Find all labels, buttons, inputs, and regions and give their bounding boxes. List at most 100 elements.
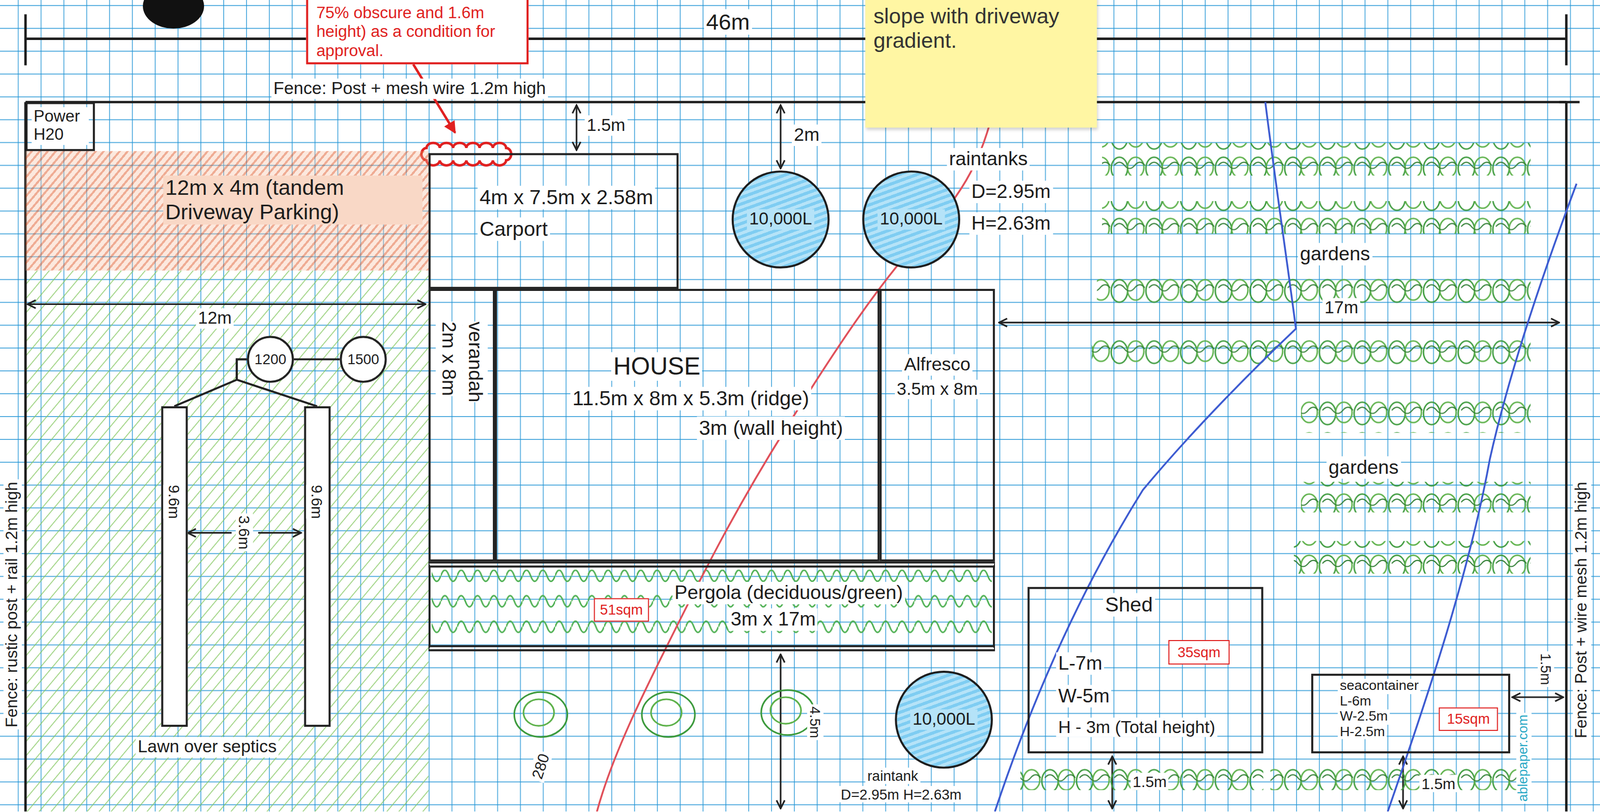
rain-tank: 10,000L	[894, 670, 993, 769]
node-text: 3m x 17m	[728, 608, 818, 631]
dimension-tick	[24, 14, 28, 66]
boundary-fence	[25, 100, 1567, 104]
dimension-arrow	[575, 104, 578, 150]
dimension-label: 1.5m	[1419, 774, 1458, 792]
dimension-arrow	[1512, 695, 1564, 698]
node-text: 9.6m	[163, 484, 186, 519]
dimension-label: 46m	[704, 9, 752, 36]
dimension-label: 12m	[195, 307, 234, 328]
garden-row	[1300, 399, 1531, 433]
septic-trench: 9.6m	[304, 406, 331, 727]
carport: 4m x 7.5m x 2.58mCarport	[428, 153, 679, 289]
node-text: 3m (wall height)	[696, 415, 845, 440]
dimension-line	[25, 37, 1567, 40]
node-text: seacontainer	[1337, 678, 1421, 694]
tree	[761, 689, 815, 735]
fence-label: Fence: rustic post + rail 1.2m high	[3, 479, 22, 730]
septic-tank: 1500	[339, 335, 387, 383]
dimension-label: 4.5m	[807, 704, 824, 741]
node-text: Alfresco	[902, 354, 973, 376]
tree	[514, 691, 568, 737]
fence-label: Fence: Post + wire mesh 1.2m high	[1572, 479, 1592, 741]
dimension-arrow	[780, 654, 782, 809]
verandah: verandah2m x 8m	[428, 288, 495, 562]
dimension-arrow	[999, 321, 1560, 324]
tank-note: raintank	[865, 767, 921, 785]
node-text: verandah	[461, 321, 489, 403]
watermark: ablepaper.com	[1516, 712, 1532, 804]
tree	[770, 696, 802, 724]
area-tag: 51sqm	[594, 597, 650, 622]
node-text: 10,000L	[877, 209, 945, 230]
rain-tank: 10,000L	[862, 170, 961, 269]
node-text: 4m x 7.5m x 2.58m	[477, 185, 656, 210]
dimension-arrow	[187, 531, 232, 534]
node-text: 10,000L	[747, 209, 815, 230]
dimension-tick	[1565, 14, 1568, 66]
node-text: Carport	[477, 217, 550, 241]
lawn-area	[25, 270, 429, 812]
house: HOUSE 11.5m x 8m x 5.3m (ridge) 3m (wall h…	[494, 288, 880, 562]
fence-label: Fence: Post + mesh wire 1.2m high	[271, 78, 548, 99]
garden-row	[1101, 200, 1531, 234]
node-text: 51sqm	[597, 601, 645, 618]
node-text: Power H20	[31, 106, 89, 145]
contour-line	[596, 101, 995, 812]
node-text: 3.5m x 8m	[894, 379, 980, 399]
node-text: 1500	[345, 351, 382, 368]
dimension-label: 17m	[1322, 298, 1361, 318]
tank-note: D=2.95m	[969, 180, 1053, 204]
rain-tank: 10,000L	[731, 170, 830, 269]
node-text: 9.6m	[306, 484, 329, 519]
dimension-label: 2m	[791, 124, 822, 146]
dimension-arrow	[780, 104, 782, 169]
alfresco: Alfresco 3.5m x 8m	[879, 288, 996, 562]
sticky-note: slope with driveway gradient.	[865, 0, 1097, 128]
tank-note: D=2.95m H=2.63m	[838, 785, 964, 803]
utility-box: Power H20	[25, 101, 96, 151]
node-text: 11.5m x 8m x 5.3m (ridge)	[570, 386, 812, 410]
area-tag: 35sqm	[1168, 639, 1230, 664]
shed: ShedL-7mW-5m H - 3m (Total height) 35sqm	[1027, 586, 1264, 754]
dimension-arrow	[27, 303, 426, 305]
pergola-vines	[431, 569, 992, 643]
node-text: H-2.5m	[1337, 723, 1388, 739]
dimension-label: 3.6m	[235, 513, 254, 551]
sea-container: seacontainerL-6mW-2.5mH-2.5m15sqm	[1311, 673, 1511, 754]
node-text: slope with driveway gradient.	[871, 4, 1091, 54]
garden-row	[1020, 763, 1264, 790]
node-text: Pergola (deciduous/green)	[672, 581, 906, 604]
septic-pipe	[293, 358, 340, 361]
pergola: Pergola (deciduous/green) 3m x 17m 51sqm	[428, 561, 996, 652]
area-label: gardens	[1326, 455, 1401, 479]
contour-line	[1387, 183, 1577, 812]
garden-row	[1096, 273, 1531, 309]
node-text: HOUSE	[611, 352, 703, 381]
driveway-area: 12m x 4m (tandem Driveway Parking)	[25, 151, 429, 271]
garden-row	[1091, 336, 1531, 370]
dimension-arrow	[258, 531, 302, 534]
node-text: 1200	[252, 351, 289, 368]
node-text: W-5m	[1056, 684, 1112, 707]
node-text: 2m x 8m	[435, 321, 462, 396]
garden-row	[1294, 540, 1531, 574]
area-label: gardens	[1297, 243, 1373, 266]
node-text: 75% obscure and 1.6m height) as a condit…	[314, 4, 521, 61]
tree	[641, 691, 695, 737]
dimension-label: 1.5m	[1537, 651, 1555, 688]
level-label: 280	[527, 749, 554, 784]
contour-line	[995, 101, 1297, 812]
area-tag: 15sqm	[1439, 707, 1499, 731]
node-text: L-7m	[1056, 652, 1105, 675]
tank-note: raintanks	[946, 148, 1030, 171]
node-text: 35sqm	[1175, 643, 1223, 661]
dimension-label: 1.5m	[584, 115, 628, 136]
tree	[523, 698, 555, 726]
tree	[651, 698, 682, 726]
node-text: Shed	[1103, 593, 1155, 617]
node-text: L-6m	[1337, 693, 1374, 709]
garden-row	[1101, 142, 1531, 176]
node-text: H - 3m (Total height)	[1056, 717, 1218, 737]
